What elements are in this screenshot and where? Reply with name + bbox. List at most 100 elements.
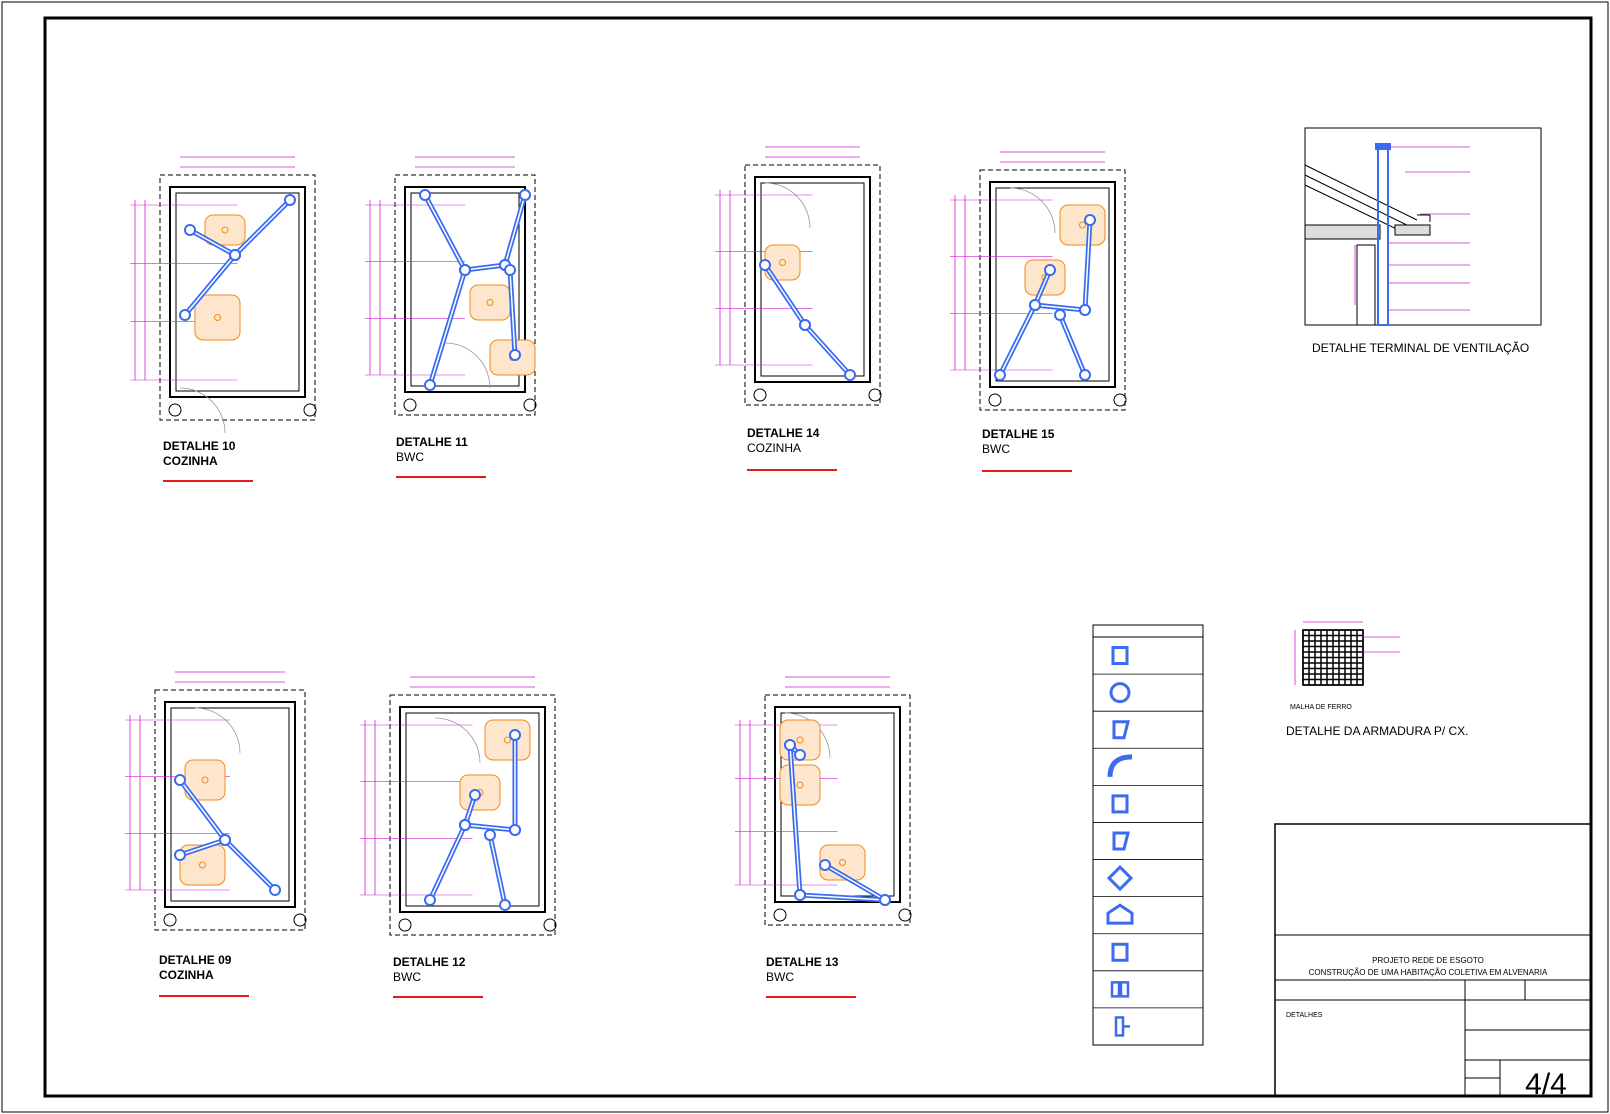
detail-14: [715, 146, 882, 406]
fixture-drain: [199, 861, 206, 869]
pipe-fitting: [504, 264, 516, 276]
fixture-drain: [1079, 221, 1086, 229]
section-marker: [398, 918, 412, 932]
sheet-number: 4/4: [1525, 1068, 1567, 1101]
pipe-fitting: [819, 859, 831, 871]
room-walls: [169, 186, 306, 398]
sewer-pipe-core: [804, 324, 851, 376]
sewer-pipe-core: [789, 744, 801, 896]
title-block-frame: [1274, 823, 1592, 1097]
door-swing: [764, 182, 811, 229]
pipe-fitting: [459, 819, 471, 831]
legend-symbol: [1112, 720, 1130, 740]
pipe-fitting: [844, 369, 856, 381]
pipe-fitting: [1044, 264, 1056, 276]
legend-table: [1092, 624, 1204, 1046]
pipe-fitting: [794, 889, 806, 901]
pipe-fitting: [469, 789, 481, 801]
pipe-fitting: [1084, 214, 1096, 226]
sewer-pipe-core: [224, 839, 276, 891]
slab: [1304, 224, 1381, 240]
roof-slope: [1304, 164, 1431, 234]
detail-title: DETALHE 15: [982, 427, 1055, 441]
sewer-pipe-core: [464, 264, 506, 271]
section-marker: [163, 913, 177, 927]
room-walls: [404, 186, 526, 393]
detail-title: DETALHE 10: [163, 439, 236, 453]
section-marker: [753, 388, 767, 402]
sewer-pipe-core: [489, 834, 506, 906]
door-swing: [444, 342, 491, 389]
room-walls: [754, 176, 871, 383]
pipe-fitting: [509, 729, 521, 741]
section-marker: [168, 403, 182, 417]
pipe-fitting: [519, 189, 531, 201]
room-outline: [764, 694, 911, 926]
room-walls: [774, 706, 901, 903]
mesh-label: MALHA DE FERRO: [1290, 704, 1352, 711]
door-swing: [1009, 187, 1056, 234]
section-marker: [293, 913, 307, 927]
sewer-pipe-core: [999, 304, 1036, 376]
sanitary-fixture: [1059, 204, 1106, 246]
legend-symbol: [1111, 942, 1129, 962]
section-marker: [773, 908, 787, 922]
fixture-drain: [221, 226, 229, 234]
detail-caption-09: DETALHE 09 COZINHA: [159, 953, 249, 997]
detail-subtitle: COZINHA: [163, 454, 218, 468]
sewer-pipe-core: [1034, 269, 1051, 306]
section-marker: [543, 918, 557, 932]
detail-09: [125, 671, 307, 931]
pipe-fitting: [509, 824, 521, 836]
sewer-pipe-core: [429, 824, 466, 901]
detail-13: [735, 676, 912, 926]
legend-symbol: [1112, 831, 1130, 851]
room-walls: [989, 181, 1116, 388]
pipe-fitting: [424, 379, 436, 391]
pipe-fitting: [179, 309, 191, 321]
section-marker: [898, 908, 912, 922]
door-swing: [434, 717, 481, 764]
detail-title: DETALHE 09: [159, 953, 232, 967]
pipe-fitting: [174, 774, 186, 786]
room-outline: [154, 689, 306, 931]
sewer-pipe-core: [1034, 304, 1086, 311]
detail-caption-11: DETALHE 11 BWC: [396, 435, 486, 478]
pipe-fitting: [419, 189, 431, 201]
sewer-pipe-core: [504, 194, 526, 266]
fixture-drain: [504, 736, 511, 744]
section-marker: [1113, 393, 1127, 407]
section-marker: [988, 393, 1002, 407]
door-swing: [194, 707, 241, 754]
pipe-fitting: [784, 739, 796, 751]
pipe-fitting: [509, 349, 521, 361]
legend-symbol: [1109, 682, 1131, 704]
fixture-drain: [201, 776, 209, 784]
room-outline: [744, 164, 881, 406]
sewer-pipe-core: [179, 779, 226, 841]
legend-symbol: [1111, 794, 1129, 814]
sewer-pipe-core: [464, 824, 516, 831]
inner-frame: [43, 16, 1593, 1098]
callout-lines: [1354, 146, 1470, 311]
detail-10: [130, 156, 317, 434]
legend-symbol: [1106, 903, 1134, 925]
pipe-fitting: [284, 194, 296, 206]
detail-subtitle: COZINHA: [747, 441, 801, 455]
detail-caption-10: DETALHE 10 COZINHA: [163, 439, 253, 482]
room-walls-inner: [995, 187, 1110, 382]
detail-subtitle: COZINHA: [159, 968, 214, 982]
sanitary-fixture: [204, 214, 246, 246]
detail-title: DETALHE 11: [396, 435, 468, 449]
fixture-drain: [779, 259, 786, 266]
pipe-fitting: [994, 369, 1006, 381]
sewer-pipe-core: [824, 864, 886, 901]
detail-caption-14: DETALHE 14 COZINHA: [747, 426, 837, 471]
sewer-pipe-core: [184, 254, 236, 316]
pipe-fitting: [759, 259, 771, 271]
pipe-fitting: [229, 249, 241, 261]
detail-12: [360, 676, 557, 936]
section-marker: [303, 403, 317, 417]
pipe-fitting: [184, 224, 196, 236]
